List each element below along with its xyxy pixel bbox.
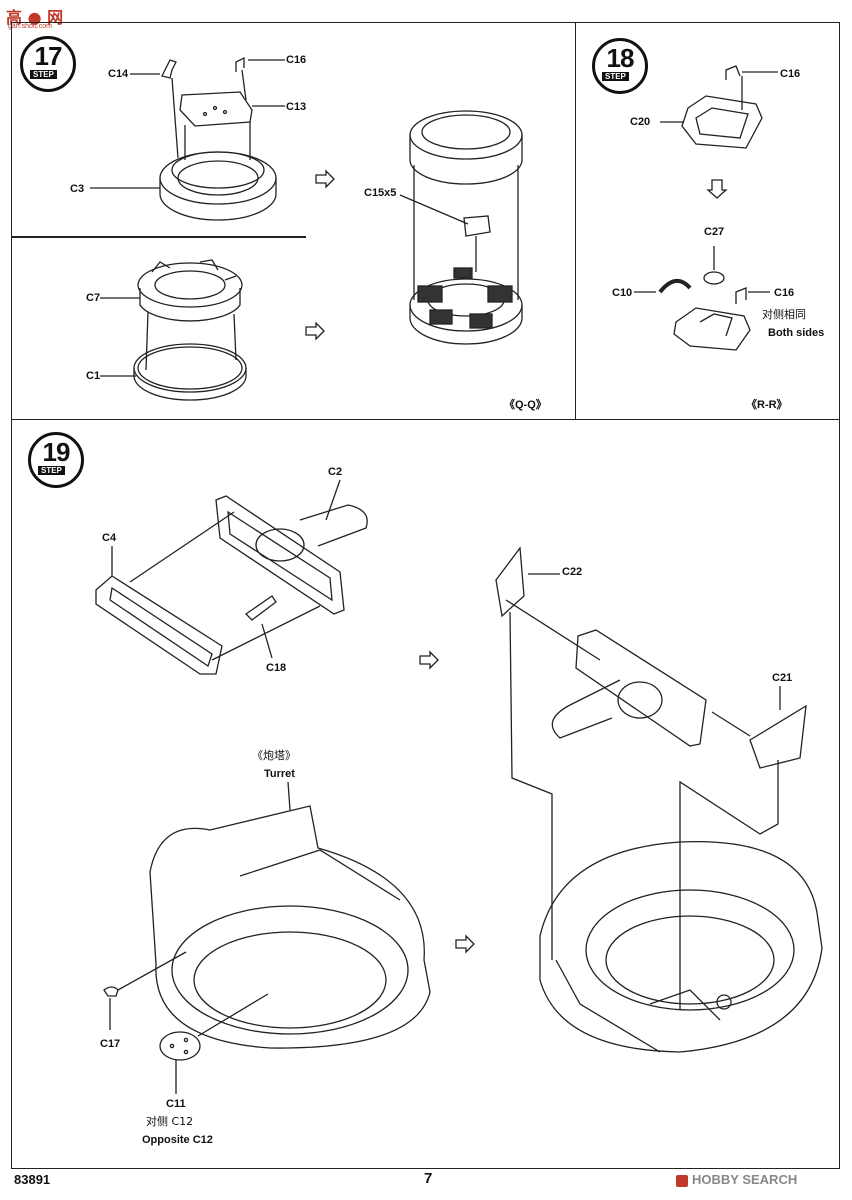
note-both-sides-en: Both sides	[768, 327, 825, 339]
part-c22	[495, 546, 525, 618]
label-c18: C18	[266, 662, 287, 674]
arrow-right-icon	[315, 169, 335, 189]
logo-url: gan.shou.com	[8, 23, 52, 30]
step-number: 19	[42, 437, 71, 467]
part-c7	[137, 259, 243, 322]
part-c18	[244, 595, 277, 621]
watermark-text: HOBBY SEARCH	[692, 1172, 798, 1187]
label-c14: C14	[108, 68, 129, 80]
part-c16-handle	[725, 65, 741, 80]
part-c10	[658, 279, 692, 294]
step-word: STEP	[30, 70, 57, 79]
turret-ring-assembly	[409, 110, 523, 345]
label-opposite-en: Opposite C12	[142, 1134, 213, 1146]
label-c4: C4	[102, 532, 117, 544]
step-circle	[20, 36, 76, 92]
turret-body	[149, 805, 431, 1049]
label-opposite-cn: 对侧 C12	[146, 1115, 194, 1128]
part-c3-ring	[159, 151, 277, 221]
view-caption-r-r: 《R-R》	[746, 399, 788, 411]
label-c2: C2	[328, 466, 343, 478]
label-c27: C27	[704, 226, 725, 238]
divider-step-17	[11, 236, 306, 238]
label-c13: C13	[286, 101, 307, 113]
label-c7: C7	[86, 292, 101, 304]
arrow-right-icon	[305, 321, 325, 341]
page-number: 7	[424, 1170, 433, 1187]
label-c10: C10	[612, 287, 633, 299]
label-c16: C16	[286, 54, 307, 66]
product-code: 83891	[14, 1172, 51, 1187]
part-c14	[161, 59, 177, 79]
step-word: STEP	[38, 466, 65, 475]
label-c3: C3	[70, 183, 85, 195]
part-c1-ring	[133, 343, 247, 401]
step-badge-19: 19 STEP	[28, 432, 88, 492]
panel-step-19	[11, 419, 840, 1169]
part-c21	[749, 704, 807, 769]
label-c20: C20	[630, 116, 651, 128]
note-both-sides-cn: 对侧相同	[762, 308, 806, 321]
part-c2-mantlet	[215, 495, 368, 615]
label-c17: C17	[100, 1038, 121, 1050]
arrow-right-icon	[455, 934, 475, 954]
step-word: STEP	[602, 72, 629, 81]
view-caption-q-q: 《Q-Q》	[504, 399, 547, 411]
part-c17	[103, 986, 119, 997]
label-c11: C11	[166, 1098, 186, 1110]
label-turret-en: Turret	[264, 768, 295, 780]
part-c11	[159, 1031, 201, 1061]
label-c16: C16	[774, 287, 795, 299]
label-c22: C22	[562, 566, 583, 578]
step-circle	[592, 38, 648, 94]
arrow-right-icon	[419, 650, 439, 670]
label-c15x5: C15x5	[364, 187, 397, 199]
part-c27	[703, 271, 725, 285]
step-number: 17	[34, 41, 63, 71]
part-c16-handle	[235, 56, 245, 72]
label-c1: C1	[86, 370, 101, 382]
step-number: 18	[606, 43, 635, 73]
part-c16-handle	[735, 287, 747, 304]
mantlet-assembly	[551, 629, 707, 747]
watermark-logo-icon	[676, 1174, 688, 1187]
part-c13-plate	[179, 91, 253, 127]
label-turret-cn: 《炮塔》	[252, 749, 296, 762]
step-badge-17: 17 STEP	[20, 36, 80, 96]
label-c21: C21	[772, 672, 793, 684]
step-badge-18: 18 STEP	[592, 38, 652, 98]
part-c20-hatch	[681, 95, 763, 149]
arrow-down-icon	[706, 179, 728, 199]
label-c16: C16	[780, 68, 801, 80]
step-circle	[28, 432, 84, 488]
hatch-assembly	[673, 307, 751, 351]
part-c4	[95, 575, 223, 675]
turret-assembly	[539, 840, 823, 1053]
watermark: HOBBY SEARCH	[676, 1172, 797, 1187]
